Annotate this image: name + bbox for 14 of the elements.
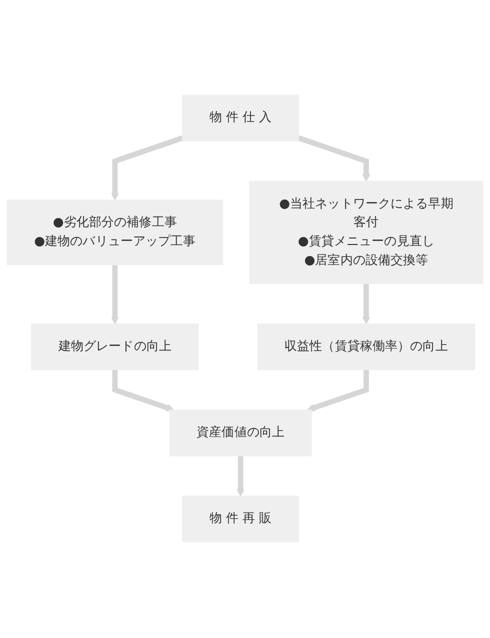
arrow xyxy=(110,136,184,201)
node-box: 建物グレードの向上 xyxy=(31,324,199,371)
node-box: 収益性（賃貸稼働率）の向上 xyxy=(257,324,476,371)
arrow xyxy=(298,136,370,182)
node-box: ●当社ネットワークによる早期客付 ●賃貸メニューの見直し ●居室内の設備交換等 xyxy=(249,181,484,284)
node-box: 物 件 仕 入 xyxy=(182,95,300,142)
node-box: 資産価値の向上 xyxy=(169,410,312,457)
arrow xyxy=(306,370,369,412)
node-box: 物 件 再 販 xyxy=(182,496,300,543)
arrow xyxy=(362,284,370,325)
arrow xyxy=(112,370,174,412)
arrow xyxy=(236,456,244,497)
arrow xyxy=(110,265,119,325)
node-box: ●劣化部分の補修工事 ●建物のバリューアップ工事 xyxy=(6,200,224,266)
